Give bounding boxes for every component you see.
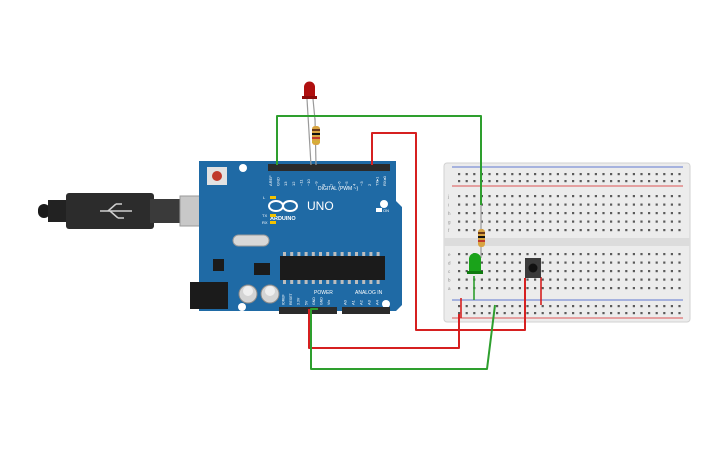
wire-red-pin2-to-breadboard[interactable] [371, 132, 526, 331]
digital-header-right[interactable] [328, 164, 390, 171]
on-label: ON [383, 208, 389, 213]
pushbutton[interactable] [525, 258, 541, 278]
power-label: POWER [314, 290, 333, 296]
arduino-logo: ARDUINO [268, 200, 298, 222]
on-led [376, 208, 382, 212]
logo-text: ARDUINO [270, 216, 296, 222]
top-pin-label: 2 [367, 183, 372, 186]
model-text: UNO [307, 199, 334, 213]
atmega-chip [280, 256, 385, 280]
resistor-220[interactable] [312, 117, 320, 166]
l-label: L [263, 195, 266, 200]
top-pin-label: 12 [291, 181, 296, 186]
row-letter: i [448, 203, 449, 208]
crystal [232, 234, 270, 247]
usb-icon [100, 203, 132, 219]
tx-led [270, 214, 276, 217]
analog-pin-label: A1 [351, 299, 356, 305]
analog-pin-label: A5 [383, 299, 388, 305]
row-letter: h [448, 211, 451, 216]
row-letter: c [448, 269, 451, 274]
tx-label: TX [262, 213, 267, 218]
row-letter: e [448, 252, 451, 257]
analog-pin-label: A4 [375, 299, 380, 305]
power-pin-label: GND [312, 297, 316, 305]
power-pin-label: 5V [304, 300, 308, 305]
wire-red-5v-to-breadboard[interactable] [308, 309, 460, 349]
row-letter: j [447, 194, 449, 199]
power-jack[interactable] [190, 282, 228, 309]
top-pin-label: AREF [268, 175, 273, 186]
power-pin-label: RESET [289, 292, 293, 305]
rx-label: RX [262, 220, 268, 225]
digital-label: DIGITAL (PWM ~) [318, 186, 358, 192]
power-pin-label: Vin [327, 300, 331, 305]
row-letter: g [448, 220, 451, 225]
digital-header-left[interactable] [268, 164, 332, 171]
top-pin-label: TX▸1 [374, 176, 379, 186]
analog-label: ANALOG IN [355, 290, 383, 296]
usb-cable[interactable] [38, 193, 227, 229]
row-letter: d [448, 261, 451, 266]
analog-pin-label: A2 [359, 299, 364, 305]
top-pin-label: ~9 [314, 181, 319, 186]
row-letter: b [448, 278, 451, 283]
red-led[interactable] [302, 81, 317, 166]
top-pin-label: GND [276, 177, 281, 186]
row-letter: a [448, 286, 451, 291]
top-pin-label: 13 [283, 181, 288, 186]
top-pin-label: ~11 [298, 179, 303, 186]
l-led [270, 196, 276, 199]
analog-pin-label: A3 [367, 299, 372, 305]
rx-led [270, 221, 276, 224]
top-pin-label: 4 [352, 183, 357, 186]
top-pin-label: ~6 [336, 181, 341, 186]
reset-button[interactable] [207, 167, 227, 185]
row-letter: f [448, 228, 450, 233]
resistor-breadboard[interactable] [478, 205, 485, 258]
top-pin-label: 7 [329, 183, 334, 186]
regulator-chip [213, 259, 224, 271]
wire-green-gnd-to-breadboard[interactable] [276, 115, 482, 205]
analog-header[interactable] [342, 307, 390, 314]
capacitors [238, 284, 280, 304]
top-pin-label: ~5 [344, 181, 349, 186]
top-pin-label: 8 [321, 183, 326, 186]
analog-pin-label: A0 [343, 299, 348, 305]
small-chip [254, 263, 270, 275]
top-pin-label: RX◂0 [382, 175, 387, 186]
top-pin-label: ~10 [306, 178, 311, 186]
power-pin-label: IOREF [282, 294, 286, 305]
green-led[interactable] [467, 253, 483, 274]
top-pin-label: ~3 [359, 181, 364, 186]
wire-green-gnd2-to-breadboard[interactable] [310, 304, 496, 370]
power-pin-label: GND [320, 297, 324, 305]
power-pin-label: 3.3V [297, 297, 301, 305]
